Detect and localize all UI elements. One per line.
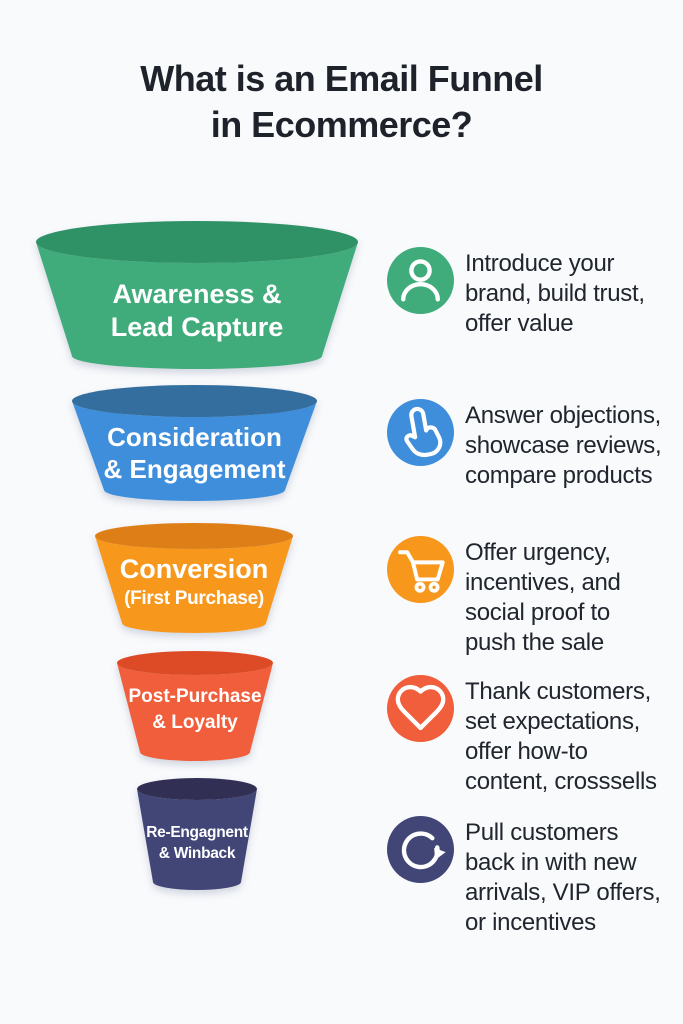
funnel-body [117,663,273,761]
description-line: set expectations, [465,708,641,735]
funnel-body [72,401,317,501]
description-line: brand, build trust, [465,280,645,307]
stage-description-postpurchase: Thank customers, set expectations, offer… [465,675,657,797]
stage-description-reengagement: Pull customers back in with new arrivals… [465,816,661,938]
funnel-top [36,221,358,263]
title-line-1: What is an Email Funnel [140,58,543,99]
refresh-icon [387,816,454,883]
icon-badge-circle [387,536,454,603]
funnel-label-line: Awareness & [112,279,282,309]
description-line: back in with new [465,849,637,876]
heart-icon [387,675,454,742]
description-line: content, crosssells [465,768,657,795]
description-line: Pull customers [465,819,619,846]
funnel-label-line: & Loyalty [152,712,238,733]
description-line: Offer urgency, [465,539,611,566]
stage-row-reengagement: Pull customers back in with new arrivals… [387,816,661,938]
icon-badge-circle [387,816,454,883]
stage-row-consideration: Answer objections, showcase reviews, com… [387,399,662,491]
description-line: compare products [465,462,653,489]
description-line: Answer objections, [465,402,662,429]
page-title: What is an Email Funnel in Ecommerce? [0,56,683,148]
description-line: arrivals, VIP offers, [465,879,661,906]
description-line: incentives, and [465,569,621,596]
funnel-label-line: Conversion [119,554,269,584]
funnel-label-line: Lead Capture [110,312,284,342]
stage-description-awareness: Introduce your brand, build trust, offer… [465,247,645,339]
funnel-body [137,789,257,890]
funnel-top [95,523,293,549]
description-line: offer value [465,310,574,337]
description-line: or incentives [465,909,596,936]
funnel-label-line: & Winback [158,845,236,862]
stage-description-conversion: Offer urgency, incentives, and social pr… [465,536,621,658]
title-line-2: in Ecommerce? [210,104,473,145]
funnel-stage-awareness-shape [36,221,358,369]
funnel-label-consideration: Consideration & Engagement [72,421,317,485]
funnel-label-line: Post-Purchase [128,686,262,707]
description-line: showcase reviews, [465,432,662,459]
funnel-stage-postpurchase-shape [117,651,273,761]
funnel-top [137,778,257,800]
description-line: offer how-to [465,738,588,765]
icon-badge-circle [387,675,454,742]
description-line: social proof to [465,599,610,626]
funnel-label-conversion: Conversion (First Purchase) [95,552,293,612]
funnel-body [36,242,358,369]
funnel-top [72,385,317,417]
funnel-body [95,536,293,633]
stage-row-awareness: Introduce your brand, build trust, offer… [387,247,645,339]
person-icon [387,247,454,314]
description-line: Thank customers, [465,678,651,705]
funnel-stage-conversion-shape [95,523,293,633]
funnel-label-line: Re-Engagnent [146,824,248,841]
stage-row-conversion: Offer urgency, incentives, and social pr… [387,536,621,658]
shopping-cart-icon [387,536,454,603]
funnel-label-postpurchase: Post-Purchase & Loyalty [117,684,273,736]
funnel-label-awareness: Awareness & Lead Capture [36,278,358,344]
stage-description-consideration: Answer objections, showcase reviews, com… [465,399,662,491]
description-line: push the sale [465,629,604,656]
funnel-label-line: Consideration [107,422,282,452]
stage-row-postpurchase: Thank customers, set expectations, offer… [387,675,657,797]
funnel-label-line: (First Purchase) [124,588,264,609]
description-line: Introduce your [465,250,615,277]
funnel-label-line: & Engagement [103,454,286,484]
funnel-stage-reengagement-shape [137,778,257,890]
funnel-top [117,651,273,675]
funnel-stage-consideration-shape [72,385,317,501]
tap-hand-icon [387,399,454,466]
funnel-label-reengagement: Re-Engagnent & Winback [137,822,257,864]
